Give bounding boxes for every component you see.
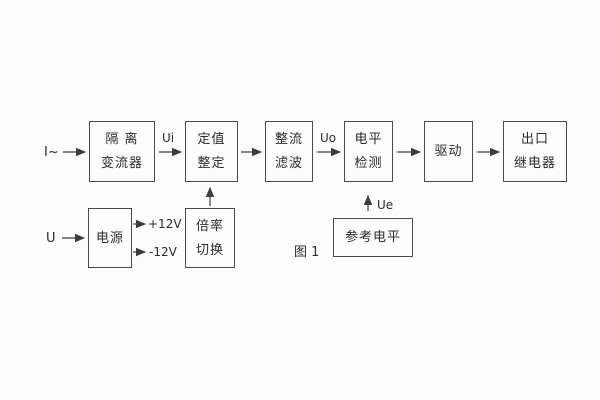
block-isolation-transformer-line1: 隔 离 bbox=[105, 132, 139, 147]
label-signal-uo: Uo bbox=[320, 131, 337, 145]
block-ratio-switch: 倍率 切换 bbox=[185, 208, 235, 268]
block-rectifier-filter-line1: 整流 bbox=[274, 132, 303, 147]
label-minus12v: -12V bbox=[149, 245, 177, 259]
block-level-detector: 电平 检测 bbox=[344, 121, 393, 182]
block-reference-level: 参考电平 bbox=[333, 218, 413, 257]
block-rectifier-filter: 整流 滤波 bbox=[265, 121, 313, 182]
block-setting-adjust-line2: 整定 bbox=[197, 156, 226, 171]
block-level-detector-line1: 电平 bbox=[354, 132, 383, 147]
figure-caption: 图 1 bbox=[294, 245, 320, 260]
block-isolation-transformer: 隔 离 变流器 bbox=[89, 121, 155, 182]
block-ratio-switch-line2: 切换 bbox=[195, 242, 224, 258]
block-rectifier-filter-line2: 滤波 bbox=[274, 156, 303, 171]
block-setting-adjust: 定值 整定 bbox=[185, 121, 238, 182]
block-driver-line1: 驱动 bbox=[434, 144, 463, 159]
label-plus12v: +12V bbox=[148, 217, 182, 231]
block-ratio-switch-line1: 倍率 bbox=[195, 218, 224, 234]
block-output-relay: 出口 继电器 bbox=[503, 121, 567, 182]
label-voltage-input: U bbox=[46, 231, 56, 246]
label-signal-ui: Ui bbox=[162, 131, 175, 145]
block-output-relay-line2: 继电器 bbox=[513, 156, 556, 171]
block-power-supply-line1: 电源 bbox=[95, 230, 124, 246]
block-setting-adjust-line1: 定值 bbox=[197, 132, 226, 147]
block-power-supply: 电源 bbox=[88, 208, 132, 268]
label-current-input: I~ bbox=[44, 145, 59, 160]
block-level-detector-line2: 检测 bbox=[354, 156, 383, 171]
block-reference-level-line1: 参考电平 bbox=[344, 230, 401, 245]
block-isolation-transformer-line2: 变流器 bbox=[100, 156, 143, 171]
label-signal-ue: Ue bbox=[377, 198, 394, 212]
block-driver: 驱动 bbox=[424, 121, 473, 182]
block-output-relay-line1: 出口 bbox=[520, 132, 549, 147]
